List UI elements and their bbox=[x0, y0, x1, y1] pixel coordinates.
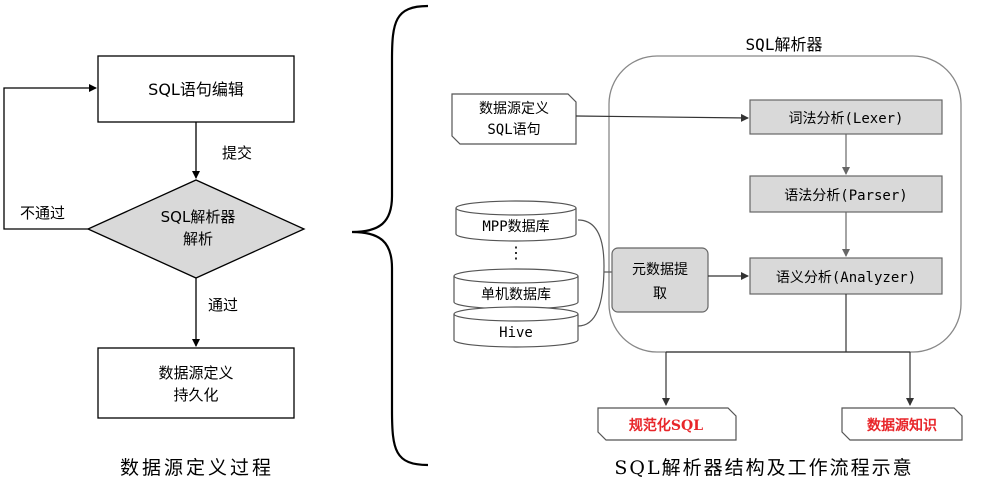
submit-label: 提交 bbox=[222, 144, 252, 162]
db-mpp-label: MPP数据库 bbox=[482, 219, 549, 235]
left-caption: 数据源定义过程 bbox=[120, 457, 274, 479]
persist-box bbox=[97, 347, 295, 419]
db-single-cylinder: 单机数据库 bbox=[453, 268, 579, 310]
out-sql-document bbox=[597, 407, 737, 441]
meta-extract-line2: 取 bbox=[653, 286, 667, 302]
input-doc-line2: SQL语句 bbox=[487, 122, 540, 138]
pass-label: 通过 bbox=[208, 296, 238, 314]
sql-edit-label: SQL语句编辑 bbox=[148, 80, 244, 99]
db-hive-label: Hive bbox=[499, 325, 533, 341]
left-flow: SQL语句编辑 提交 SQL解析器 解析 不通过 通过 数据源定义 持久化 数据… bbox=[3, 55, 306, 479]
meta-extract-box bbox=[611, 247, 709, 313]
reject-loop-arrow bbox=[3, 84, 97, 230]
reject-label: 不通过 bbox=[20, 204, 65, 222]
decision-label-line1: SQL解析器 bbox=[161, 208, 236, 226]
curly-brace bbox=[351, 4, 429, 467]
lexer-box bbox=[749, 99, 943, 135]
analyzer-label: 语义分析(Analyzer) bbox=[776, 270, 916, 286]
syntax-parser-box bbox=[749, 175, 943, 213]
out-sql-label: 规范化SQL bbox=[629, 417, 703, 434]
db-mpp-cylinder: MPP数据库 bbox=[455, 200, 577, 242]
right-flow: SQL解析器 数据源定义 SQL语句 词法分析(Lexer) 语法分析(Pars… bbox=[451, 35, 963, 479]
persist-label-line2: 持久化 bbox=[173, 386, 218, 404]
db-more-dots: ⋮ bbox=[508, 243, 524, 262]
input-sql-document bbox=[451, 93, 577, 145]
meta-extract-line1: 元数据提 bbox=[632, 262, 688, 278]
parse-decision-diamond bbox=[86, 179, 306, 279]
right-caption: SQL解析器结构及工作流程示意 bbox=[614, 457, 913, 479]
lexer-label: 词法分析(Lexer) bbox=[788, 111, 903, 127]
db-single-label: 单机数据库 bbox=[481, 287, 551, 303]
db-hive-cylinder: Hive bbox=[453, 306, 579, 348]
out-knowledge-document bbox=[841, 407, 963, 441]
input-to-lexer-arrow bbox=[575, 113, 749, 122]
persist-label-line1: 数据源定义 bbox=[158, 364, 233, 382]
out-knowledge-label: 数据源知识 bbox=[867, 417, 937, 434]
parser-title: SQL解析器 bbox=[746, 35, 823, 54]
sql-edit-box bbox=[97, 55, 295, 123]
decision-label-line2: 解析 bbox=[183, 230, 213, 248]
db-connector-curve bbox=[577, 219, 605, 327]
syntax-parser-label: 语法分析(Parser) bbox=[784, 188, 907, 204]
input-doc-line1: 数据源定义 bbox=[479, 101, 549, 117]
